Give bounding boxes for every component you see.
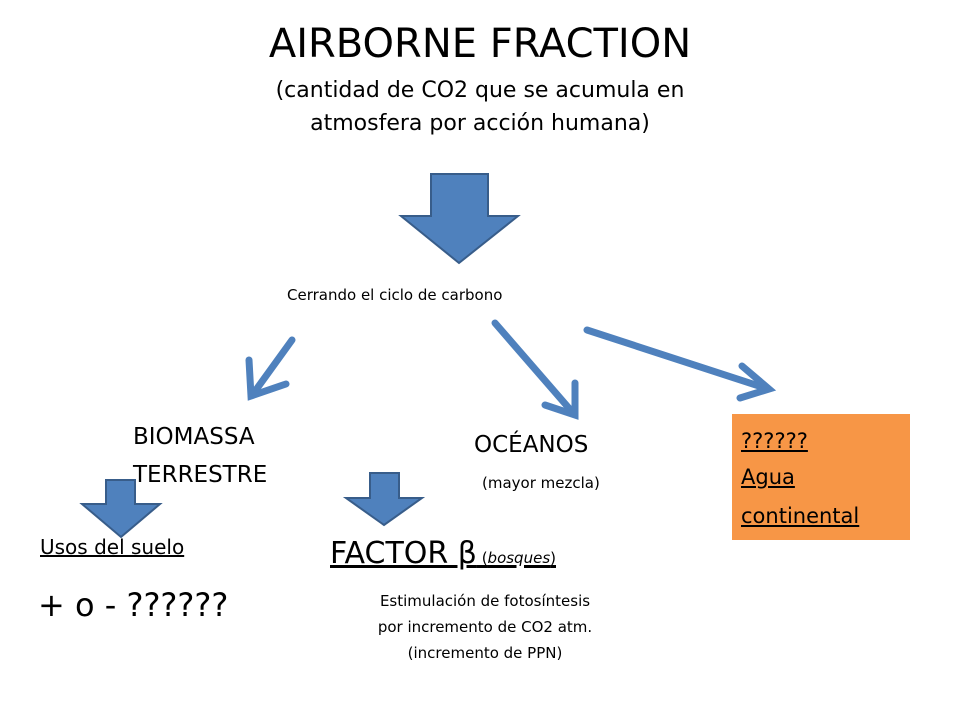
subtitle-line-2: atmosfera por acción humana) xyxy=(310,111,650,136)
slide-subtitle: (cantidad de CO2 que se acumula en atmos… xyxy=(0,74,960,140)
factor-beta-label: FACTOR β (bosques) xyxy=(330,536,556,571)
factor-note: bosques xyxy=(487,549,551,567)
continental-water-line-3: continental xyxy=(741,504,860,528)
cycle-label: Cerrando el ciclo de carbono xyxy=(287,286,503,304)
factor-paren-close: ) xyxy=(550,549,556,567)
oceans-label: OCÉANOS xyxy=(474,432,589,458)
biomass-line-1: BIOMASSA xyxy=(133,424,255,450)
stimulation-line-1: Estimulación de fotosíntesis xyxy=(379,592,591,610)
land-use-label: Usos del suelo xyxy=(40,535,185,559)
stimulation-text: Estimulación de fotosíntesis por increme… xyxy=(330,588,640,666)
biomass-line-2: TERRESTRE xyxy=(133,462,268,488)
factor-down-arrow-icon xyxy=(342,472,426,527)
factor-paren-open: ( xyxy=(476,549,488,567)
land-use-down-arrow-icon xyxy=(79,479,163,539)
arrow-to-continental-water-icon xyxy=(583,326,777,402)
arrow-to-oceans-icon xyxy=(491,319,579,420)
biomass-label: BIOMASSA TERRESTRE xyxy=(133,418,267,494)
slide-title: AIRBORNE FRACTION xyxy=(268,21,692,67)
factor-beta-text: FACTOR β xyxy=(330,536,477,571)
continental-water-line-2: Agua xyxy=(741,465,795,489)
continental-water-box: ?????? Agua continental xyxy=(732,414,910,540)
subtitle-line-1: (cantidad de CO2 que se acumula en xyxy=(275,78,685,103)
stimulation-line-3: (incremento de PPN) xyxy=(407,644,563,662)
main-down-arrow-icon xyxy=(398,173,521,265)
continental-water-line-1: ?????? xyxy=(741,429,808,453)
arrow-to-biomass-icon xyxy=(245,336,296,401)
stimulation-line-2: por incremento de CO2 atm. xyxy=(377,618,593,636)
oceans-note: (mayor mezcla) xyxy=(482,474,600,492)
land-use-effect: + o - ?????? xyxy=(38,586,229,624)
